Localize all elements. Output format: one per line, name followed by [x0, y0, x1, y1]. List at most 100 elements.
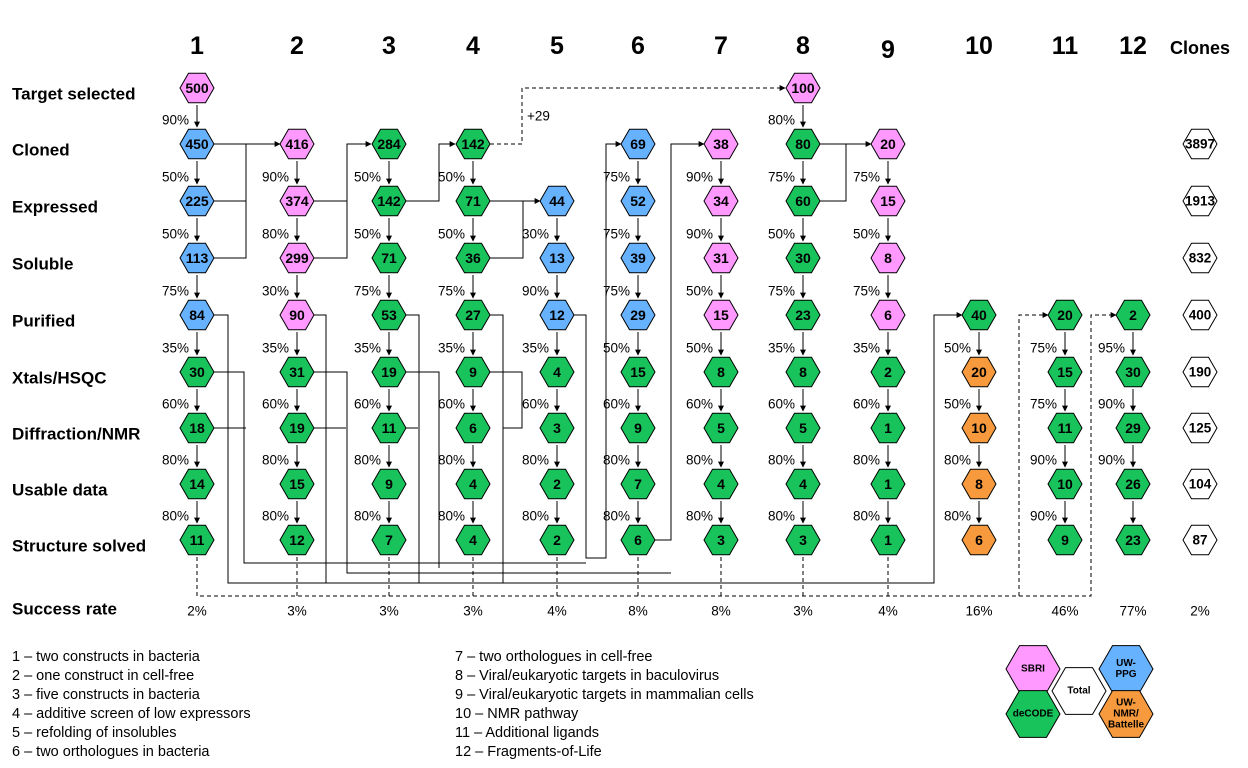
row-label: Usable data	[12, 481, 108, 500]
stage-hex-col11-row7: 10	[1047, 468, 1083, 500]
key-total: Total	[1051, 667, 1107, 715]
stage-percent: 50%	[686, 284, 713, 299]
stage-hex-col9-row4-value: 6	[884, 307, 892, 323]
stage-percent: 95%	[1098, 341, 1125, 356]
stage-hex-col6-row1-value: 69	[630, 136, 646, 152]
column-header-2: 2	[290, 32, 304, 60]
stage-percent: 80%	[438, 453, 465, 468]
stage-hex-col7-row3-value: 31	[713, 250, 729, 266]
stage-hex-col4-row3: 36	[455, 242, 491, 274]
total-hex-row3-value: 832	[1189, 251, 1212, 266]
stage-percent: 50%	[162, 227, 189, 242]
stage-hex-col4-row1-value: 142	[461, 136, 485, 152]
column-header-8: 8	[796, 32, 810, 60]
stage-hex-col9-row5-value: 2	[884, 364, 892, 380]
stage-hex-col5-row8-value: 2	[553, 532, 561, 548]
stage-hex-col12-row4: 2	[1115, 299, 1151, 331]
stage-hex-col1-row6: 18	[179, 412, 215, 444]
legend-item: 4 – additive screen of low expressors	[12, 706, 251, 722]
success-rate-col3: 3%	[379, 604, 399, 619]
stage-hex-col8-row0-value: 100	[791, 80, 815, 96]
stage-hex-col8-row0: 100	[785, 72, 821, 104]
stage-percent: 60%	[522, 397, 549, 412]
stage-percent: 75%	[354, 284, 381, 299]
stage-percent: 75%	[768, 284, 795, 299]
stage-hex-col1-row4: 84	[179, 299, 215, 331]
stage-hex-col6-row8-value: 6	[634, 532, 642, 548]
stage-hex-col6-row6: 9	[620, 412, 656, 444]
stage-percent: 80%	[686, 453, 713, 468]
total-hex-row1: 3897	[1182, 128, 1218, 160]
stage-hex-col1-row1-value: 450	[185, 136, 209, 152]
stage-hex-col6-row5-value: 15	[630, 364, 646, 380]
connector	[314, 201, 348, 259]
stage-hex-col5-row3: 13	[539, 242, 575, 274]
stage-hex-col4-row2-value: 71	[465, 193, 481, 209]
row-label: Cloned	[12, 141, 70, 160]
stage-hex-col3-row5: 19	[371, 356, 407, 388]
stage-percent: 80%	[768, 509, 795, 524]
stage-hex-col11-row8-value: 9	[1061, 532, 1069, 548]
stage-percent: 75%	[853, 284, 880, 299]
stage-hex-col8-row8: 3	[785, 524, 821, 556]
stage-hex-col1-row0: 500	[179, 72, 215, 104]
connector	[314, 314, 327, 583]
connector	[314, 141, 372, 202]
stage-hex-col5-row4: 12	[539, 299, 575, 331]
stage-hex-col7-row3: 31	[703, 242, 739, 274]
total-hex-row7-value: 104	[1189, 477, 1212, 492]
stage-hex-col8-row7-value: 4	[799, 476, 807, 492]
connector	[214, 312, 963, 584]
stage-hex-col8-row4-value: 23	[795, 307, 811, 323]
total-hex-row6-value: 125	[1189, 421, 1212, 436]
legend-item: 8 – Viral/eukaryotic targets in baculovi…	[455, 668, 719, 684]
stage-hex-col4-row1: 142	[455, 128, 491, 160]
stage-percent: 80%	[603, 453, 630, 468]
stage-hex-col7-row4-value: 15	[713, 307, 729, 323]
stage-hex-col9-row5: 2	[870, 356, 906, 388]
stage-hex-col10-row6: 10	[961, 412, 997, 444]
stage-hex-col7-row2: 34	[703, 185, 739, 217]
stage-hex-col3-row6-value: 11	[382, 420, 397, 436]
stage-percent: 90%	[686, 227, 713, 242]
total-hex-row7: 104	[1182, 468, 1218, 500]
stage-percent: 90%	[1030, 509, 1057, 524]
stage-hex-col2-row7: 15	[279, 468, 315, 500]
stage-hex-col8-row8-value: 3	[799, 532, 807, 548]
row-label: Target selected	[12, 85, 135, 104]
stage-hex-col5-row3-value: 13	[549, 250, 565, 266]
key-label: PPG	[1115, 669, 1136, 680]
stage-hex-col12-row6-value: 29	[1125, 420, 1141, 436]
connector	[214, 371, 586, 564]
stage-percent: 80%	[522, 453, 549, 468]
stage-hex-col9-row3: 8	[870, 242, 906, 274]
column-header-9: 9	[881, 36, 895, 64]
stage-hex-col3-row6: 11	[371, 412, 407, 444]
success-rate-col4: 3%	[463, 604, 483, 619]
stage-hex-col9-row8: 1	[870, 524, 906, 556]
total-hex-row2: 1913	[1182, 185, 1218, 217]
stage-percent: 60%	[354, 397, 381, 412]
stage-hex-col3-row4-value: 53	[381, 307, 397, 323]
stage-percent: 60%	[853, 397, 880, 412]
stage-hex-col9-row4: 6	[870, 299, 906, 331]
stage-hex-col5-row4-value: 12	[549, 307, 565, 323]
stage-percent: 80%	[944, 453, 971, 468]
stage-percent: 75%	[438, 284, 465, 299]
stage-hex-col5-row8: 2	[539, 524, 575, 556]
stage-hex-col11-row6: 11	[1047, 412, 1083, 444]
stage-hex-col11-row5-value: 15	[1057, 364, 1073, 380]
stage-hex-col6-row3-value: 39	[630, 250, 646, 266]
stage-hex-col3-row2: 142	[371, 185, 407, 217]
stage-hex-col1-row5-value: 30	[189, 364, 205, 380]
legend-item: 9 – Viral/eukaryotic targets in mammalia…	[455, 687, 754, 703]
column-header-12: 12	[1119, 32, 1147, 60]
stage-hex-col1-row3: 113	[179, 242, 215, 274]
stage-percent: 30%	[522, 227, 549, 242]
legend-item: 7 – two orthologues in cell-free	[455, 649, 652, 665]
stage-hex-col7-row7: 4	[703, 468, 739, 500]
row-label: Expressed	[12, 198, 98, 217]
stage-hex-col7-row6: 5	[703, 412, 739, 444]
stage-hex-col2-row4-value: 90	[289, 307, 305, 323]
legend-item: 6 – two orthologues in bacteria	[12, 744, 210, 760]
